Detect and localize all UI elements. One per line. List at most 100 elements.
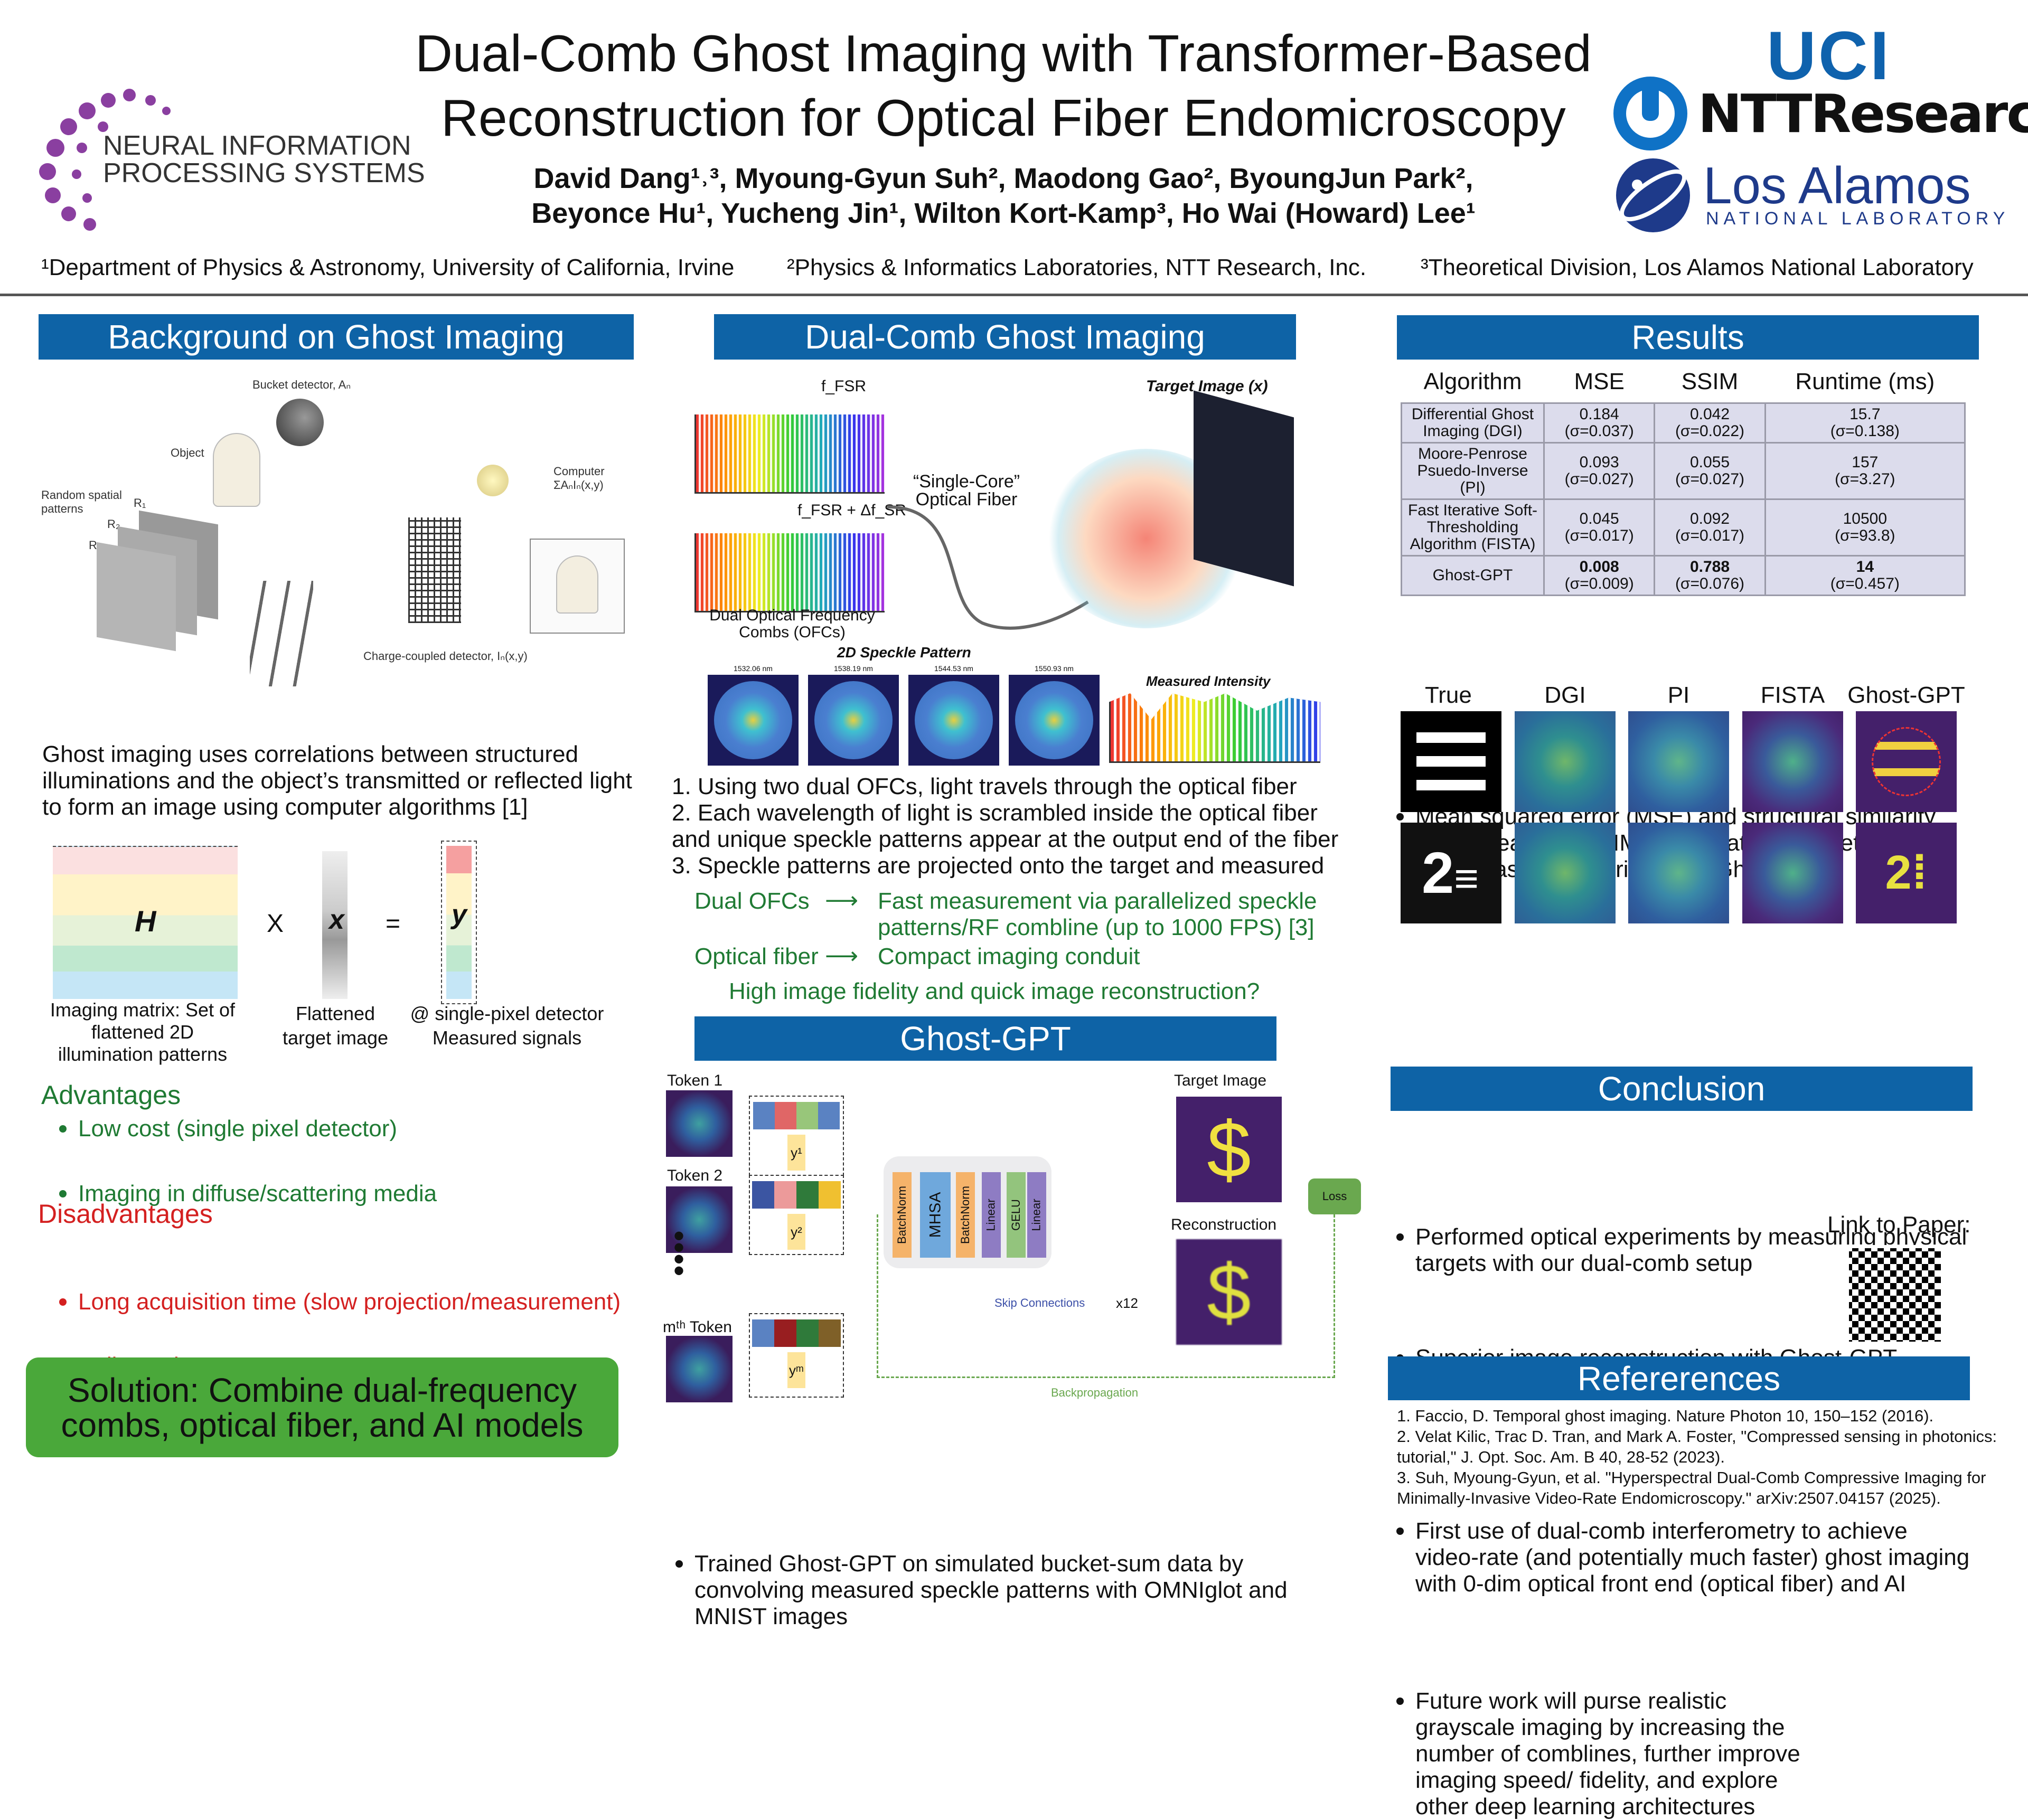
- pi-image: [1628, 823, 1729, 923]
- ccd-label: Charge-coupled detector, Iₙ(x,y): [363, 649, 528, 663]
- background-text: Ghost imaging uses correlations between …: [42, 741, 632, 820]
- grid-label: PI: [1667, 682, 1690, 708]
- lanl-wordmark: Los Alamos: [1703, 156, 1971, 214]
- dual-ofcs-benefit: Fast measurement via parallelized speckl…: [878, 888, 1317, 940]
- affiliation-3: ³Theoretical Division, Los Alamos Nation…: [1421, 254, 1974, 280]
- token-image: [666, 1186, 733, 1253]
- layer-mhsa: MHSA: [920, 1172, 951, 1258]
- advantages-heading: Advantages: [41, 1080, 181, 1110]
- dualcomb-steps: 1. Using two dual OFCs, light travels th…: [672, 774, 1353, 879]
- optical-fiber-benefit: Compact imaging conduit: [878, 944, 1140, 969]
- layer-linear: Linear: [982, 1172, 1001, 1258]
- fista-image: [1742, 823, 1843, 923]
- ghostgpt-diagram: Token 1 Token 2 •••• mᵗʰ Token y¹ y² yᵐ …: [663, 1069, 1361, 1402]
- computer-label: Computer ΣAₙIₙ(x,y): [553, 465, 605, 492]
- random-patterns-label: Random spatial patterns: [41, 488, 122, 515]
- fista-image: [1742, 711, 1843, 812]
- random-pattern-icon: [97, 542, 176, 652]
- times-sign: X: [267, 910, 284, 938]
- token-label: Token 2: [667, 1167, 723, 1184]
- comb-2-icon: [694, 533, 885, 612]
- token-image: [666, 1090, 733, 1157]
- references-heading: Refererences: [1388, 1356, 1970, 1400]
- token-vector-box: y²: [749, 1175, 844, 1255]
- table-row: Moore-Penrose Psuedo-Inverse (PI)0.093(σ…: [1401, 442, 1966, 500]
- backprop-path: [877, 1214, 1335, 1378]
- dualcomb-figure: f_FSR f_FSR + Δf_SR Dual Optical Frequen…: [687, 370, 1352, 771]
- question-text: High image fidelity and quick image reco…: [729, 978, 1260, 1004]
- ghost-object-icon: [213, 433, 260, 507]
- title-line2: Reconstruction for Optical Fiber Endomic…: [441, 89, 1566, 147]
- references-list: 1. Faccio, D. Temporal ghost imaging. Na…: [1397, 1406, 2015, 1508]
- target-image-label: Target Image: [1174, 1072, 1267, 1089]
- skip-connections-label: Skip Connections: [994, 1296, 1085, 1309]
- fiber-label: “Single-Core” Optical Fiber: [913, 471, 1020, 510]
- advantage-item: Low cost (single pixel detector): [57, 1116, 2028, 1142]
- matrix-H-icon: [53, 846, 238, 999]
- conclusion-heading: Conclusion: [1391, 1067, 1973, 1111]
- reference-item: 3. Suh, Myoung-Gyun, et al. "Hyperspectr…: [1397, 1468, 1986, 1507]
- y-token-label: y²: [787, 1214, 805, 1250]
- neurips-line2: PROCESSING SYSTEMS: [103, 158, 425, 188]
- uci-logo: UCI: [1767, 17, 1891, 94]
- arrow-icon: ⟶: [825, 943, 859, 969]
- ghostgpt-bullet: Trained Ghost-GPT on simulated bucket-su…: [673, 1551, 1349, 1630]
- y-caption: @ single-pixel detector Measured signals: [410, 1003, 604, 1049]
- token-vector-box: y¹: [749, 1096, 844, 1176]
- authors: David Dang¹˒³, Myoung-Gyun Suh², Maodong…: [422, 161, 1584, 231]
- disadvantage-item: Long acquisition time (slow projection/m…: [57, 1289, 2028, 1315]
- optical-fiber-icon: [887, 505, 1089, 630]
- token-image: [666, 1336, 733, 1402]
- disadvantages-heading: Disadvantages: [38, 1199, 213, 1229]
- ellipsis-dots-icon: ••••: [673, 1218, 685, 1288]
- step-item: 3. Speckle patterns are projected onto t…: [672, 853, 1325, 879]
- table-row: Fast Iterative Soft-Thresholding Algorit…: [1401, 498, 1966, 557]
- ghostgpt-image: [1856, 711, 1957, 812]
- layer-linear: Linear: [1027, 1172, 1046, 1258]
- table-row: Differential Ghost Imaging (DGI)0.184(σ=…: [1401, 402, 1966, 444]
- neurips-line1: NEURAL INFORMATION: [103, 130, 411, 161]
- neurips-logo: NEURAL INFORMATION PROCESSING SYSTEMS: [24, 79, 425, 238]
- reference-item: 2. Velat Kilic, Trac D. Tran, and Mark A…: [1397, 1427, 1997, 1466]
- intensity-label: Measured Intensity: [1146, 673, 1271, 689]
- reconstructed-dollar-image: $: [1176, 1239, 1282, 1345]
- backprop-label: Backpropagation: [1051, 1386, 1139, 1399]
- reconstructed-ghost-icon: [530, 539, 625, 634]
- token-label: mᵗʰ Token: [663, 1318, 732, 1336]
- header-divider: [0, 294, 2028, 296]
- speckle-image: [908, 675, 999, 766]
- speckle-image: [708, 675, 799, 766]
- title-line1: Dual-Comb Ghost Imaging with Transformer…: [415, 24, 1592, 82]
- wavelength-label: 1538.19 nm: [834, 664, 873, 673]
- wavelength-label: 1544.53 nm: [934, 664, 973, 673]
- affiliation-1: ¹Department of Physics & Astronomy, Univ…: [41, 254, 735, 280]
- grid-label: FISTA: [1760, 682, 1825, 708]
- token-vector-box: yᵐ: [749, 1313, 844, 1398]
- optical-fiber-label: Optical fiber: [694, 944, 819, 969]
- bucket-detector-icon: [276, 399, 324, 446]
- reconstruction-label: Reconstruction: [1171, 1216, 1277, 1233]
- speckle-image: [1009, 675, 1100, 766]
- ntt-ring-icon: [1613, 77, 1687, 150]
- matrix-H-label: H: [135, 904, 156, 938]
- lanl-logo: Los Alamos NATIONAL LABORATORY: [1613, 156, 2005, 235]
- vector-y-icon: [441, 841, 477, 1004]
- table-header: Runtime (ms): [1795, 369, 1935, 394]
- grid-label: DGI: [1544, 682, 1586, 708]
- speckle-label: 2D Speckle Pattern: [837, 644, 971, 661]
- reference-item: 1. Faccio, D. Temporal ghost imaging. Na…: [1397, 1407, 1934, 1425]
- transformer-block: [884, 1150, 985, 1151]
- table-header: MSE: [1574, 369, 1625, 394]
- background-heading: Background on Ghost Imaging: [39, 314, 634, 360]
- y-token-label: yᵐ: [787, 1352, 805, 1388]
- affiliation-2: ²Physics & Informatics Laboratories, NTT…: [787, 254, 1367, 280]
- grid-label: True: [1425, 682, 1472, 708]
- x-caption: Flattened target image: [282, 1003, 389, 1049]
- dual-ofcs-label: Dual OFCs: [694, 888, 810, 914]
- ccd-grid-icon: [408, 517, 461, 623]
- qr-code-icon[interactable]: [1846, 1245, 1944, 1345]
- target-image-icon: [1194, 390, 1294, 587]
- conclusion-bullet: First use of dual-comb interferometry to…: [1394, 1518, 1975, 1597]
- bucket-label: Bucket detector, Aₙ: [252, 378, 351, 391]
